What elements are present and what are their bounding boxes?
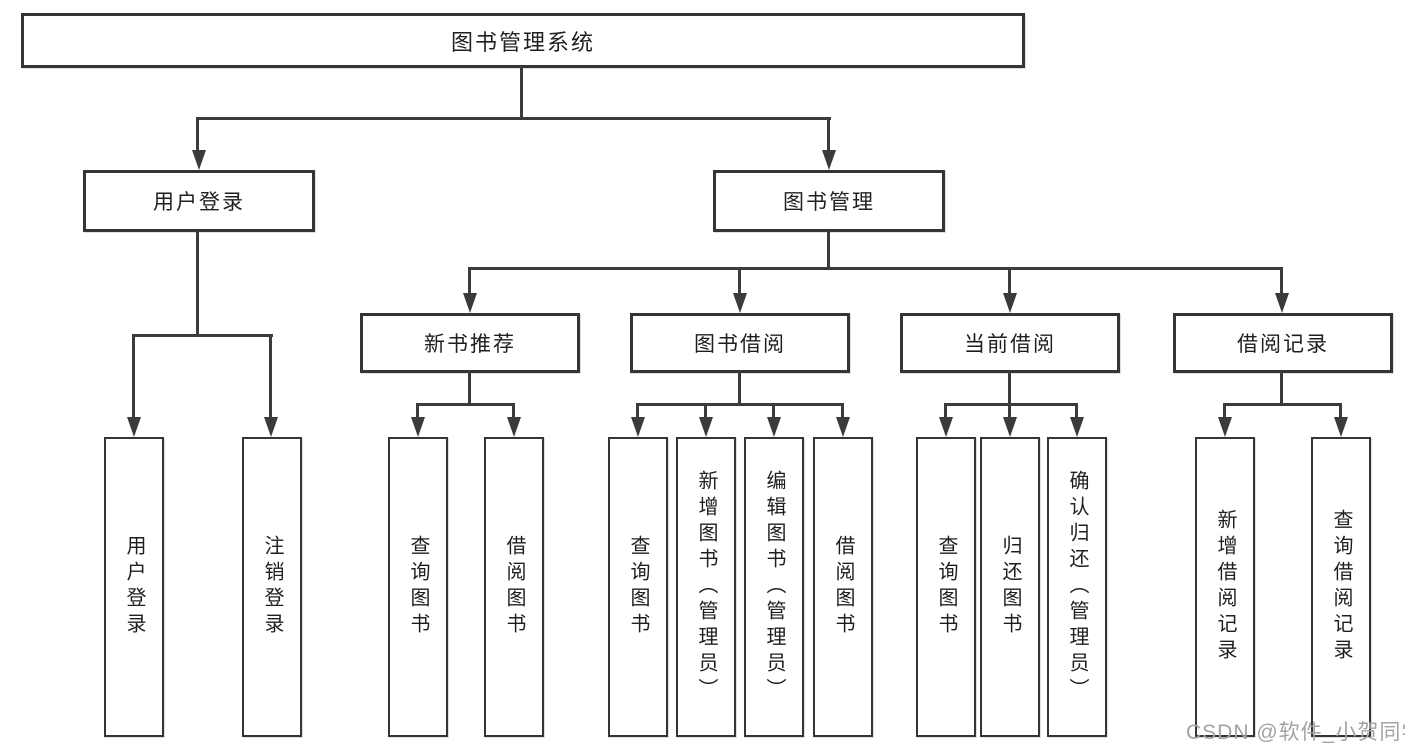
connector-line: [1223, 403, 1342, 406]
leaf-label: 查询图书: [407, 535, 429, 639]
leaf-query-books: 查询图书: [388, 437, 448, 737]
connector-arrow: [939, 417, 953, 437]
node-current-borrowing: 当前借阅: [900, 313, 1120, 373]
connector-arrow: [733, 293, 747, 313]
leaf-add-books-admin: 新增图书（管理员）: [676, 437, 736, 737]
connector-line: [1008, 403, 1011, 419]
connector-line: [1223, 403, 1226, 419]
leaf-label: 确认归还（管理员）: [1066, 470, 1088, 704]
connector-line: [944, 403, 1078, 406]
leaf-add-borrow-record: 新增借阅记录: [1195, 437, 1255, 737]
connector-arrow: [1070, 417, 1084, 437]
connector-line: [827, 230, 830, 270]
connector-line: [416, 403, 419, 419]
leaf-borrow-books: 借阅图书: [484, 437, 544, 737]
connector-line: [1280, 371, 1283, 406]
connector-arrow: [264, 417, 278, 437]
leaf-label: 借阅图书: [832, 535, 854, 639]
connector-line: [1339, 403, 1342, 419]
leaf-label: 注销登录: [261, 535, 283, 639]
leaf-confirm-return-admin: 确认归还（管理员）: [1047, 437, 1107, 737]
connector-arrow: [631, 417, 645, 437]
connector-line: [772, 403, 775, 419]
connector-line: [636, 403, 639, 419]
connector-line: [196, 117, 199, 153]
connector-line: [827, 117, 830, 153]
connector-arrow: [1275, 293, 1289, 313]
leaf-label: 查询借阅记录: [1330, 509, 1352, 665]
connector-line: [738, 371, 741, 406]
connector-line: [132, 334, 135, 418]
leaf-query-books: 查询图书: [916, 437, 976, 737]
connector-line: [196, 117, 831, 120]
connector-line: [1280, 267, 1283, 295]
connector-line: [416, 403, 515, 406]
connector-arrow: [411, 417, 425, 437]
leaf-query-books: 查询图书: [608, 437, 668, 737]
connector-arrow: [127, 417, 141, 437]
leaf-label: 借阅图书: [503, 535, 525, 639]
leaf-label: 新增图书（管理员）: [695, 470, 717, 704]
watermark: CSDN @软件_小贺同学: [1186, 721, 1405, 744]
connector-line: [468, 267, 471, 295]
leaf-label: 编辑图书（管理员）: [763, 470, 785, 704]
leaf-query-borrow-record: 查询借阅记录: [1311, 437, 1371, 737]
node-book-management: 图书管理: [713, 170, 945, 232]
connector-line: [269, 334, 272, 418]
node-book-borrowing: 图书借阅: [630, 313, 850, 373]
leaf-logout: 注销登录: [242, 437, 302, 737]
leaf-label: 用户登录: [123, 535, 145, 639]
connector-arrow: [507, 417, 521, 437]
connector-line: [738, 267, 741, 295]
node-user-login: 用户登录: [83, 170, 315, 232]
leaf-label: 归还图书: [999, 535, 1021, 639]
connector-arrow: [192, 150, 206, 170]
node-library-management-system: 图书管理系统: [21, 13, 1025, 68]
connector-arrow: [463, 293, 477, 313]
connector-arrow: [1003, 417, 1017, 437]
connector-line: [1075, 403, 1078, 419]
leaf-user-login: 用户登录: [104, 437, 164, 737]
connector-line: [636, 403, 844, 406]
leaf-edit-books-admin: 编辑图书（管理员）: [744, 437, 804, 737]
leaf-label: 新增借阅记录: [1214, 509, 1236, 665]
connector-line: [944, 403, 947, 419]
leaf-label: 查询图书: [627, 535, 649, 639]
node-borrowing-records: 借阅记录: [1173, 313, 1393, 373]
connector-arrow: [1003, 293, 1017, 313]
connector-arrow: [1218, 417, 1232, 437]
connector-line: [132, 334, 273, 337]
node-new-book-recommendation: 新书推荐: [360, 313, 580, 373]
leaf-return-books: 归还图书: [980, 437, 1040, 737]
connector-arrow: [1334, 417, 1348, 437]
connector-arrow: [822, 150, 836, 170]
connector-line: [468, 267, 1283, 270]
connector-line: [1008, 371, 1011, 406]
connector-arrow: [699, 417, 713, 437]
connector-line: [196, 230, 199, 336]
connector-line: [704, 403, 707, 419]
leaf-borrow-books: 借阅图书: [813, 437, 873, 737]
connector-arrow: [836, 417, 850, 437]
connector-line: [468, 371, 471, 406]
connector-line: [841, 403, 844, 419]
leaf-label: 查询图书: [935, 535, 957, 639]
connector-line: [512, 403, 515, 419]
connector-line: [1008, 267, 1011, 295]
connector-arrow: [767, 417, 781, 437]
connector-line: [520, 66, 523, 119]
